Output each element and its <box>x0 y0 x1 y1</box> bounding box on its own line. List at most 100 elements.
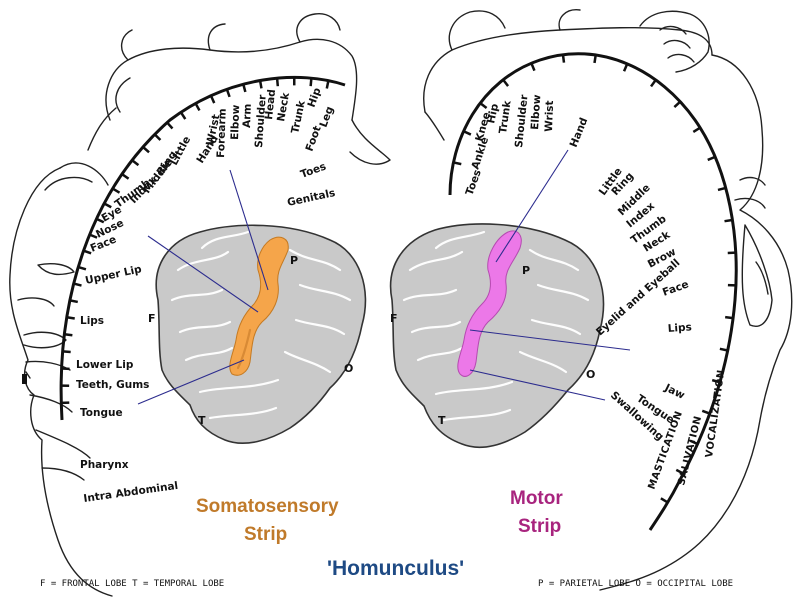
arc-tick <box>561 54 566 63</box>
sensory-label-hip: Hip <box>306 86 324 109</box>
arc-tick <box>717 186 727 192</box>
arc-tick <box>69 299 79 304</box>
arc-tick <box>707 155 716 162</box>
somatosensory-strip <box>229 236 289 376</box>
motor-lobe-o: O <box>586 368 595 381</box>
motor-lobe-t: T <box>438 414 446 427</box>
sensory-label-foot: Foot <box>304 124 324 153</box>
arc-tick <box>463 130 472 136</box>
sensory-label-trunk: Trunk <box>289 99 308 135</box>
arc-tick <box>95 217 105 224</box>
arc-tick <box>112 187 121 194</box>
arc-tick <box>83 249 92 255</box>
arc-tick <box>675 468 684 475</box>
arc-tick <box>701 409 711 415</box>
motor-pointers <box>469 149 631 401</box>
sensory-ticks <box>61 77 330 405</box>
arc-tick <box>479 102 488 109</box>
motor-title-line2: Strip <box>518 516 561 537</box>
sensory-label-forearm: Forearm <box>215 108 229 158</box>
legend-right: P = PARIETAL LOBE O = OCCIPITAL LOBE <box>538 579 733 589</box>
motor-label-trunk: Trunk <box>497 99 514 134</box>
arc-tick <box>131 159 140 167</box>
arc-tick <box>142 146 150 154</box>
arc-tick <box>502 78 510 87</box>
arc-tick <box>593 54 597 64</box>
arc-tick <box>225 88 231 98</box>
sensory-label-leg: Leg <box>318 105 337 129</box>
arc-tick <box>121 173 130 180</box>
lobe-letters: F P O T F P O T <box>148 254 595 427</box>
motor-label-wrist: Wrist <box>543 100 556 132</box>
arc-tick <box>673 100 682 109</box>
arc-tick <box>89 233 98 239</box>
arc-tick <box>453 161 462 166</box>
arc-tick <box>650 79 657 88</box>
sensory-lobe-f: F <box>148 312 156 325</box>
arc-tick <box>242 83 247 93</box>
sensory-lobe-p: P <box>290 254 298 267</box>
arc-tick <box>725 315 734 320</box>
sensory-brain <box>155 224 367 444</box>
arc-tick <box>64 333 73 337</box>
arc-tick <box>77 265 87 271</box>
motor-label-shoulder: Shoulder <box>513 93 531 148</box>
sensory-label-genitals: Genitals <box>286 187 336 209</box>
sensory-label-shoulder: Shoulder <box>253 94 269 149</box>
sensory-label-pharynx: Pharynx <box>80 459 129 471</box>
arc-tick <box>258 80 263 89</box>
legend-left: F = FRONTAL LOBE T = TEMPORAL LOBE <box>40 579 224 589</box>
motor-ticks <box>453 54 736 504</box>
somatosensory-title-line1: Somatosensory <box>196 496 339 517</box>
arc-tick <box>719 347 728 352</box>
motor-label-hand: Hand <box>568 116 591 149</box>
motor-lobe-f: F <box>390 312 398 325</box>
arc-tick <box>530 62 536 72</box>
sensory-lobe-o: O <box>344 362 353 375</box>
sensory-label-upper-lip: Upper Lip <box>84 263 143 287</box>
sensory-label-tongue: Tongue <box>80 407 123 419</box>
sensory-label-teeth-gums: Teeth, Gums <box>76 379 149 391</box>
sensory-label-intra-abdominal: Intra Abdominal <box>83 480 179 505</box>
sensory-label-elbow: Elbow <box>229 104 242 140</box>
sensory-label-neck: Neck <box>275 91 292 123</box>
arc-tick <box>309 78 313 87</box>
arc-tick <box>209 95 216 104</box>
arc-tick <box>194 102 201 112</box>
arc-tick <box>179 111 187 120</box>
sensory-arc <box>59 75 346 421</box>
sensory-pointers <box>137 169 269 405</box>
motor-label-lips: Lips <box>667 321 692 335</box>
motor-label-hip: Hip <box>485 102 501 124</box>
sensory-label-lower-lip: Lower Lip <box>76 359 134 371</box>
motor-homunculus-figure <box>423 9 793 591</box>
motor-title-line1: Motor <box>510 488 563 509</box>
motor-lobe-p: P <box>522 264 530 277</box>
somatosensory-title-line2: Strip <box>244 524 287 545</box>
motor-arc <box>448 52 738 531</box>
arc-tick <box>689 439 699 446</box>
sensory-label-head: Head <box>263 89 278 121</box>
arc-tick <box>73 282 82 287</box>
arc-tick <box>153 133 162 141</box>
sensory-label-arm: Arm <box>241 103 254 128</box>
sensory-homunculus-figure <box>9 13 391 597</box>
motor-label-toes: Toes <box>464 168 484 197</box>
arc-tick <box>622 63 629 72</box>
motor-label-elbow: Elbow <box>529 94 543 130</box>
arc-tick <box>660 497 669 504</box>
arc-tick <box>166 121 174 130</box>
arc-tick <box>711 378 721 384</box>
sensory-label-lips: Lips <box>80 315 104 327</box>
arc-tick <box>692 126 701 134</box>
sensory-label-toes: Toes <box>299 161 328 181</box>
arc-tick <box>275 78 280 87</box>
arc-tick <box>62 350 71 354</box>
motor-brain <box>389 223 605 448</box>
arc-tick <box>724 218 733 223</box>
arc-tick <box>103 202 112 209</box>
arc-tick <box>325 80 330 89</box>
arc-tick <box>66 316 75 320</box>
page-title: 'Homunculus' <box>327 557 464 580</box>
